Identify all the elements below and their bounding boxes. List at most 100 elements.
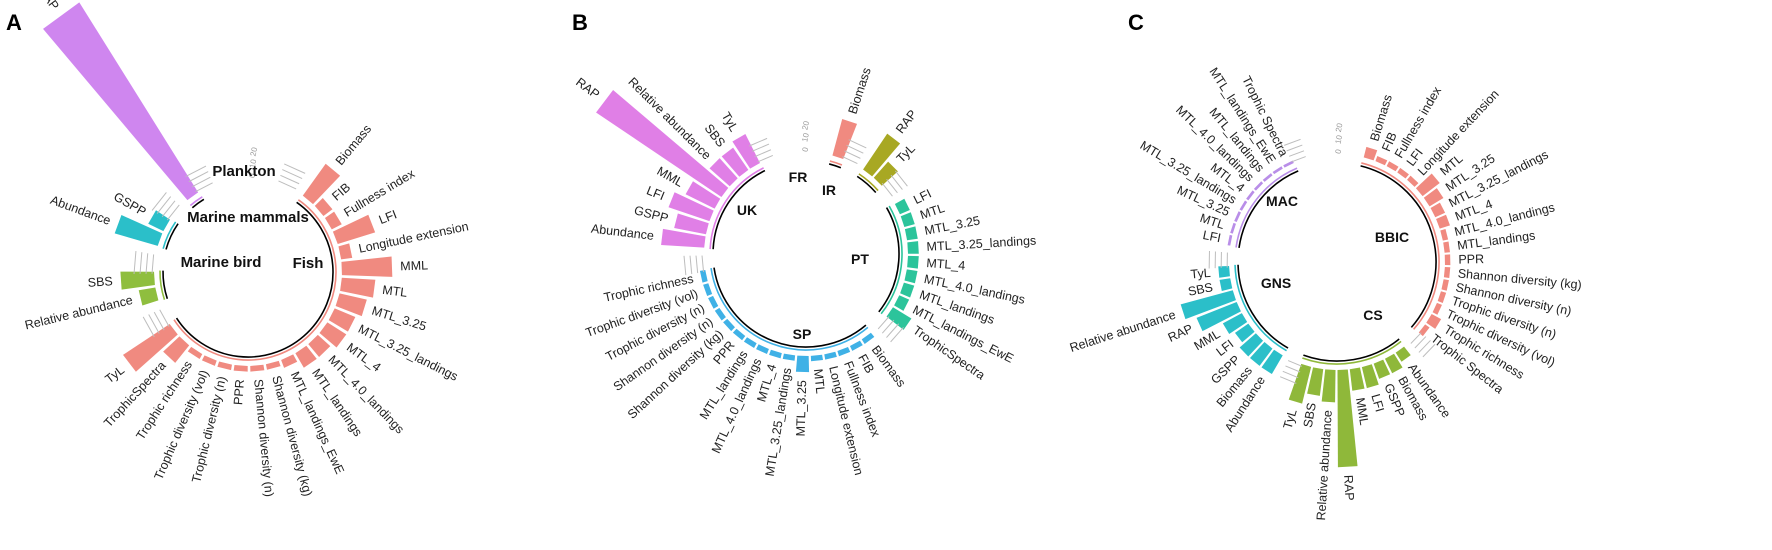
radial-tick-label: 20: [800, 120, 811, 131]
group-arc: [709, 167, 764, 250]
radial-tick-label: 0: [1334, 148, 1344, 155]
bar-fish-fib: [314, 198, 333, 216]
group-inner-arc: [191, 198, 205, 209]
bar-gns-lfi: [1234, 323, 1255, 343]
bar-uk-relative-abundance: [709, 158, 738, 187]
bar-gns-biomass: [1249, 342, 1273, 366]
bar-bbic-longitude-extension: [1407, 175, 1419, 187]
variable-label: Abundance: [48, 193, 112, 228]
grid-tick: [166, 204, 180, 221]
bar-bbic-shannon-diversity-n: [1441, 279, 1449, 291]
group-label-bbic: BBIC: [1375, 229, 1409, 245]
group-inner-arc: [162, 270, 169, 299]
grid-tick: [881, 182, 893, 197]
grid-tick: [278, 180, 297, 190]
bar-bbic-trophic-diversity-n: [1437, 291, 1447, 303]
group-arc: [1361, 162, 1440, 330]
variable-label: LFI: [1368, 392, 1386, 413]
grid-tick: [185, 165, 207, 178]
group-label-cs: CS: [1363, 307, 1382, 323]
variable-label: LFI: [645, 183, 667, 203]
bar-bbic-biomass: [1363, 146, 1378, 161]
bar-pt-mtl: [900, 212, 915, 227]
group-inner-arc: [175, 201, 334, 358]
grid-tick: [151, 192, 167, 211]
group-inner-arc: [713, 267, 867, 348]
grid-tick: [890, 174, 903, 190]
variable-label: TyL: [103, 363, 128, 386]
variable-label: MTL_3.25_landings: [356, 322, 460, 384]
bar-bbic-trophic-diversity-vol: [1432, 302, 1442, 315]
grid-tick: [156, 196, 172, 214]
bar-fish-trophic-richness: [187, 346, 203, 360]
grid-tick: [1282, 370, 1299, 379]
bar-cs-mml: [1349, 367, 1365, 391]
bar-uk-sbs: [721, 147, 749, 177]
radial-tick-label: 20: [1334, 122, 1345, 133]
group-arc: [189, 196, 203, 207]
grid-tick: [282, 169, 303, 180]
bar-fish-mtl-landings-ewe: [281, 354, 298, 368]
bar-fish-tyl: [123, 323, 178, 372]
bar-bbic-mtl-3-25: [1423, 188, 1444, 207]
bar-bbic-trophic-richness: [1426, 313, 1442, 329]
group-inner-arc: [1237, 264, 1289, 349]
bar-uk-abundance: [661, 228, 706, 248]
bar-fish-trophic-diversity-vol: [201, 355, 217, 366]
variable-label: SBS: [1187, 280, 1214, 299]
variable-label: MTL: [811, 368, 828, 394]
variable-label: TyL: [1281, 407, 1300, 430]
grid-tick: [151, 254, 155, 274]
grid-tick: [701, 255, 705, 273]
radial-tick-label: 10: [248, 158, 259, 169]
bar-pt-lfi: [894, 198, 910, 215]
variable-label: RAP: [1166, 322, 1195, 345]
grid-tick: [1284, 138, 1301, 146]
bar-mac-mtl-4-0-landings: [1253, 181, 1264, 191]
grid-tick: [890, 327, 904, 343]
variable-label: Relative abundance: [1068, 308, 1177, 355]
grid-tick: [153, 311, 165, 331]
group-label-gns: GNS: [1261, 275, 1291, 291]
variable-label: MTL_4: [926, 256, 966, 273]
grid-tick: [159, 309, 170, 327]
grid-tick: [881, 319, 895, 334]
bar-mac-mtl-3-25-landings: [1239, 200, 1248, 211]
bar-bbic-mtl: [1415, 173, 1440, 197]
bar-sp-trophic-diversity-n: [708, 295, 719, 309]
group-arc: [710, 267, 869, 351]
grid-tick: [1414, 336, 1427, 349]
bar-sp-shannon-diversity-kg: [723, 318, 735, 332]
bar-bbic-fib: [1375, 156, 1388, 166]
bar-sp-mtl: [810, 354, 823, 362]
group-arc: [829, 160, 843, 166]
group-label-uk: UK: [737, 202, 757, 218]
bar-fish-fullness-index: [324, 211, 342, 230]
bar-ir-rap: [863, 133, 901, 177]
bar-fish-trophic-diversity-n: [217, 361, 232, 371]
grid-tick: [749, 137, 768, 147]
variable-label: TyL: [1190, 266, 1211, 282]
bar-bbic-shannon-diversity-kg: [1443, 267, 1451, 279]
grid-tick: [161, 200, 176, 218]
variable-label: RAP: [893, 107, 920, 136]
variable-label: MTL: [382, 283, 409, 300]
bar-gns-abundance: [1261, 349, 1283, 375]
grid-tick: [1287, 360, 1303, 367]
bar-pt-mtl-4-0-landings: [904, 269, 918, 284]
grid-tick: [145, 253, 149, 274]
bar-gns-rap: [1196, 301, 1241, 332]
bar-cs-lfi: [1361, 364, 1379, 389]
grid-tick: [133, 251, 137, 275]
group-label-mac: MAC: [1266, 193, 1298, 209]
panel-letter-c: C: [1128, 10, 1144, 35]
grid-tick: [1410, 332, 1422, 344]
grid-tick: [754, 149, 772, 158]
group-inner-arc: [828, 163, 842, 169]
bar-marine-mammals-gspp: [148, 210, 170, 232]
grid-tick: [142, 316, 155, 338]
group-arc: [162, 221, 177, 249]
bar-fish-ppr: [233, 365, 248, 372]
variable-label: Shannon diversity (n): [251, 378, 276, 497]
bar-sp-fib: [849, 340, 863, 351]
